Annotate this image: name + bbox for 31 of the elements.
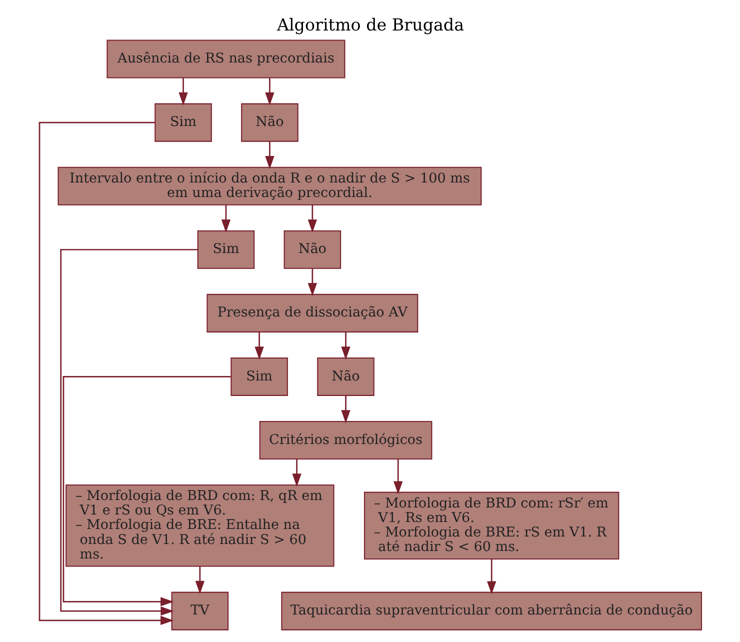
arrow	[264, 141, 274, 169]
node-box: Presença de dissociação AV	[206, 293, 418, 332]
arrow	[194, 566, 204, 594]
arrow	[254, 332, 264, 360]
node-box: Não	[316, 356, 374, 396]
node-box: Não	[283, 230, 341, 268]
arrow	[178, 78, 188, 106]
arrow	[307, 268, 317, 296]
diagram-title: Algoritmo de Brugada	[276, 15, 464, 34]
node-box: Critérios morfológicos	[258, 420, 432, 460]
node-box: TV	[170, 591, 228, 630]
arrow	[307, 204, 317, 232]
arrow	[62, 376, 230, 606]
arrow	[393, 458, 402, 494]
node-box: Não	[240, 102, 298, 142]
node-box: – Morfologia de BRD com: R, qR em V1 e rS ou Qs em V6. – Morfologia de BRE: Entalhe na onda S de V1. R até nadir S > 60 ms.	[65, 484, 334, 566]
arrow	[292, 458, 301, 486]
node-box: Sim	[196, 230, 254, 268]
node-box: Sim	[230, 356, 288, 396]
arrow	[220, 204, 230, 232]
arrow	[340, 332, 350, 360]
node-box: Ausência de RS nas precordiais	[106, 39, 345, 78]
node-box: Sim	[154, 102, 212, 142]
node-box: – Morfologia de BRD com: rSr′ em V1, Rs em V6. – Morfologia de BRE: rS em V1. R até nadir S < 60 ms.	[364, 491, 619, 560]
arrow	[60, 248, 198, 616]
node-box: Intervalo entre o início da onda R e o nadir de S > 100 ms em uma derivação precordial.	[57, 166, 482, 205]
arrow	[264, 78, 274, 106]
arrow	[486, 558, 496, 594]
node-box: Taquicardia supraventricular com aberrância de condução	[280, 591, 702, 630]
arrow	[38, 121, 174, 625]
arrow	[340, 395, 350, 423]
